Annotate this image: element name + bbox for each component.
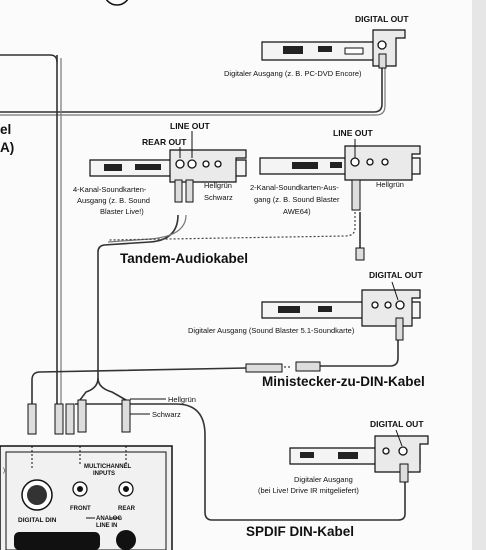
cable-split-right	[97, 377, 127, 401]
line-out-jack-2ch	[350, 157, 360, 167]
digital-out-jack-mid	[395, 300, 405, 310]
cable-spdif	[75, 403, 406, 521]
digital-out-jack-bottom	[398, 446, 408, 456]
cable-ministecker-left	[31, 367, 247, 404]
label-digital-out-bottom: DIGITAL OUT	[370, 419, 424, 429]
plug-left-2	[54, 403, 64, 435]
cable-tandem-dotted	[107, 212, 356, 241]
label-rear: REAR	[118, 506, 136, 512]
sound-card-digital-top	[261, 29, 406, 69]
label-digital-din: DIGITAL DIN	[18, 517, 57, 524]
label-analog-line-in-2: LINE IN	[96, 523, 117, 529]
plug-mini-side	[295, 361, 321, 372]
label-schwarz-1: Schwarz	[204, 193, 233, 202]
sound-card-live-drive	[289, 435, 429, 483]
plug-left-3	[65, 403, 75, 435]
leader-speaker-plugs	[130, 398, 166, 415]
cable-left-top	[0, 54, 58, 63]
speaker-knob	[116, 530, 136, 550]
rear-out-jack	[175, 159, 185, 169]
label-digital-out-top-caption: Digitaler Ausgang (z. B. PC-DVD Encore)	[224, 69, 362, 78]
cable-tandem	[97, 214, 179, 378]
leader-digital-mid	[391, 281, 399, 301]
label-left-fragment-2: A)	[0, 140, 14, 155]
sound-card-2-channel	[259, 145, 421, 261]
label-front: FRONT	[70, 506, 91, 512]
plug-din-side	[245, 363, 283, 373]
label-digital-out-bottom-caption-1: Digitaler Ausgang	[294, 475, 353, 484]
cable-ministecker-right	[320, 340, 399, 367]
line-out-jack-4ch	[187, 159, 197, 169]
label-ministecker-cable: Ministecker-zu-DIN-Kabel	[262, 374, 425, 389]
label-schwarz-3: Schwarz	[152, 410, 181, 419]
label-rear-out: REAR OUT	[142, 137, 187, 147]
label-digital-out-mid: DIGITAL OUT	[369, 270, 423, 280]
cable-digital-top-inner	[0, 68, 386, 116]
label-analog-line-in-1: ANALOG	[96, 516, 122, 522]
plug-left-1	[27, 403, 37, 435]
sound-card-5-1	[261, 289, 421, 341]
label-digital-out-bottom-caption-2: (bei Live! Drive IR mitgeliefert)	[258, 486, 359, 495]
label-card4-caption-1: 4-Kanal-Soundkarten-	[73, 185, 147, 194]
label-card4-caption-3: Blaster Live!)	[100, 207, 144, 216]
top-circle-fragment	[105, 0, 129, 6]
leader-4ch	[179, 131, 193, 158]
label-digital-out-mid-caption: Digitaler Ausgang (Sound Blaster 5.1-Sou…	[188, 326, 355, 335]
label-card2-caption-3: AWE64)	[283, 207, 311, 216]
label-left-fragment-1: el	[0, 122, 11, 137]
cable-digital-top	[0, 68, 383, 113]
digital-out-jack-top	[377, 40, 387, 50]
label-card4-caption-2: Ausgang (z. B. Sound	[77, 196, 150, 205]
cable-split-left	[79, 377, 99, 401]
speaker-back-panel	[0, 445, 173, 550]
plug-hellgruen	[77, 399, 87, 433]
label-tandem-cable: Tandem-Audiokabel	[120, 251, 248, 266]
label-card2-caption-1: 2-Kanal-Soundkarten-Aus-	[250, 183, 339, 192]
label-line-out-right: LINE OUT	[333, 128, 373, 138]
leader-digital-bottom	[395, 429, 403, 447]
label-card2-caption-2: gang (z. B. Sound Blaster	[254, 195, 340, 204]
sound-card-4-channel	[89, 149, 247, 203]
label-line-out-left: LINE OUT	[170, 121, 210, 131]
page-edge	[472, 0, 486, 550]
label-spdif-cable: SPDIF DIN-Kabel	[246, 524, 354, 539]
plug-schwarz	[121, 399, 131, 433]
label-hellgruen-2: Hellgrün	[376, 180, 404, 189]
label-multichannel-inputs-2: INPUTS	[93, 471, 115, 477]
label-multichannel-inputs-1: MULTICHANNEL	[84, 464, 132, 470]
label-digital-out-top: DIGITAL OUT	[355, 14, 409, 24]
label-hellgruen-3: Hellgrün	[168, 395, 196, 404]
label-panel-fragment: )	[3, 468, 5, 474]
label-hellgruen-1: Hellgrün	[204, 181, 232, 190]
